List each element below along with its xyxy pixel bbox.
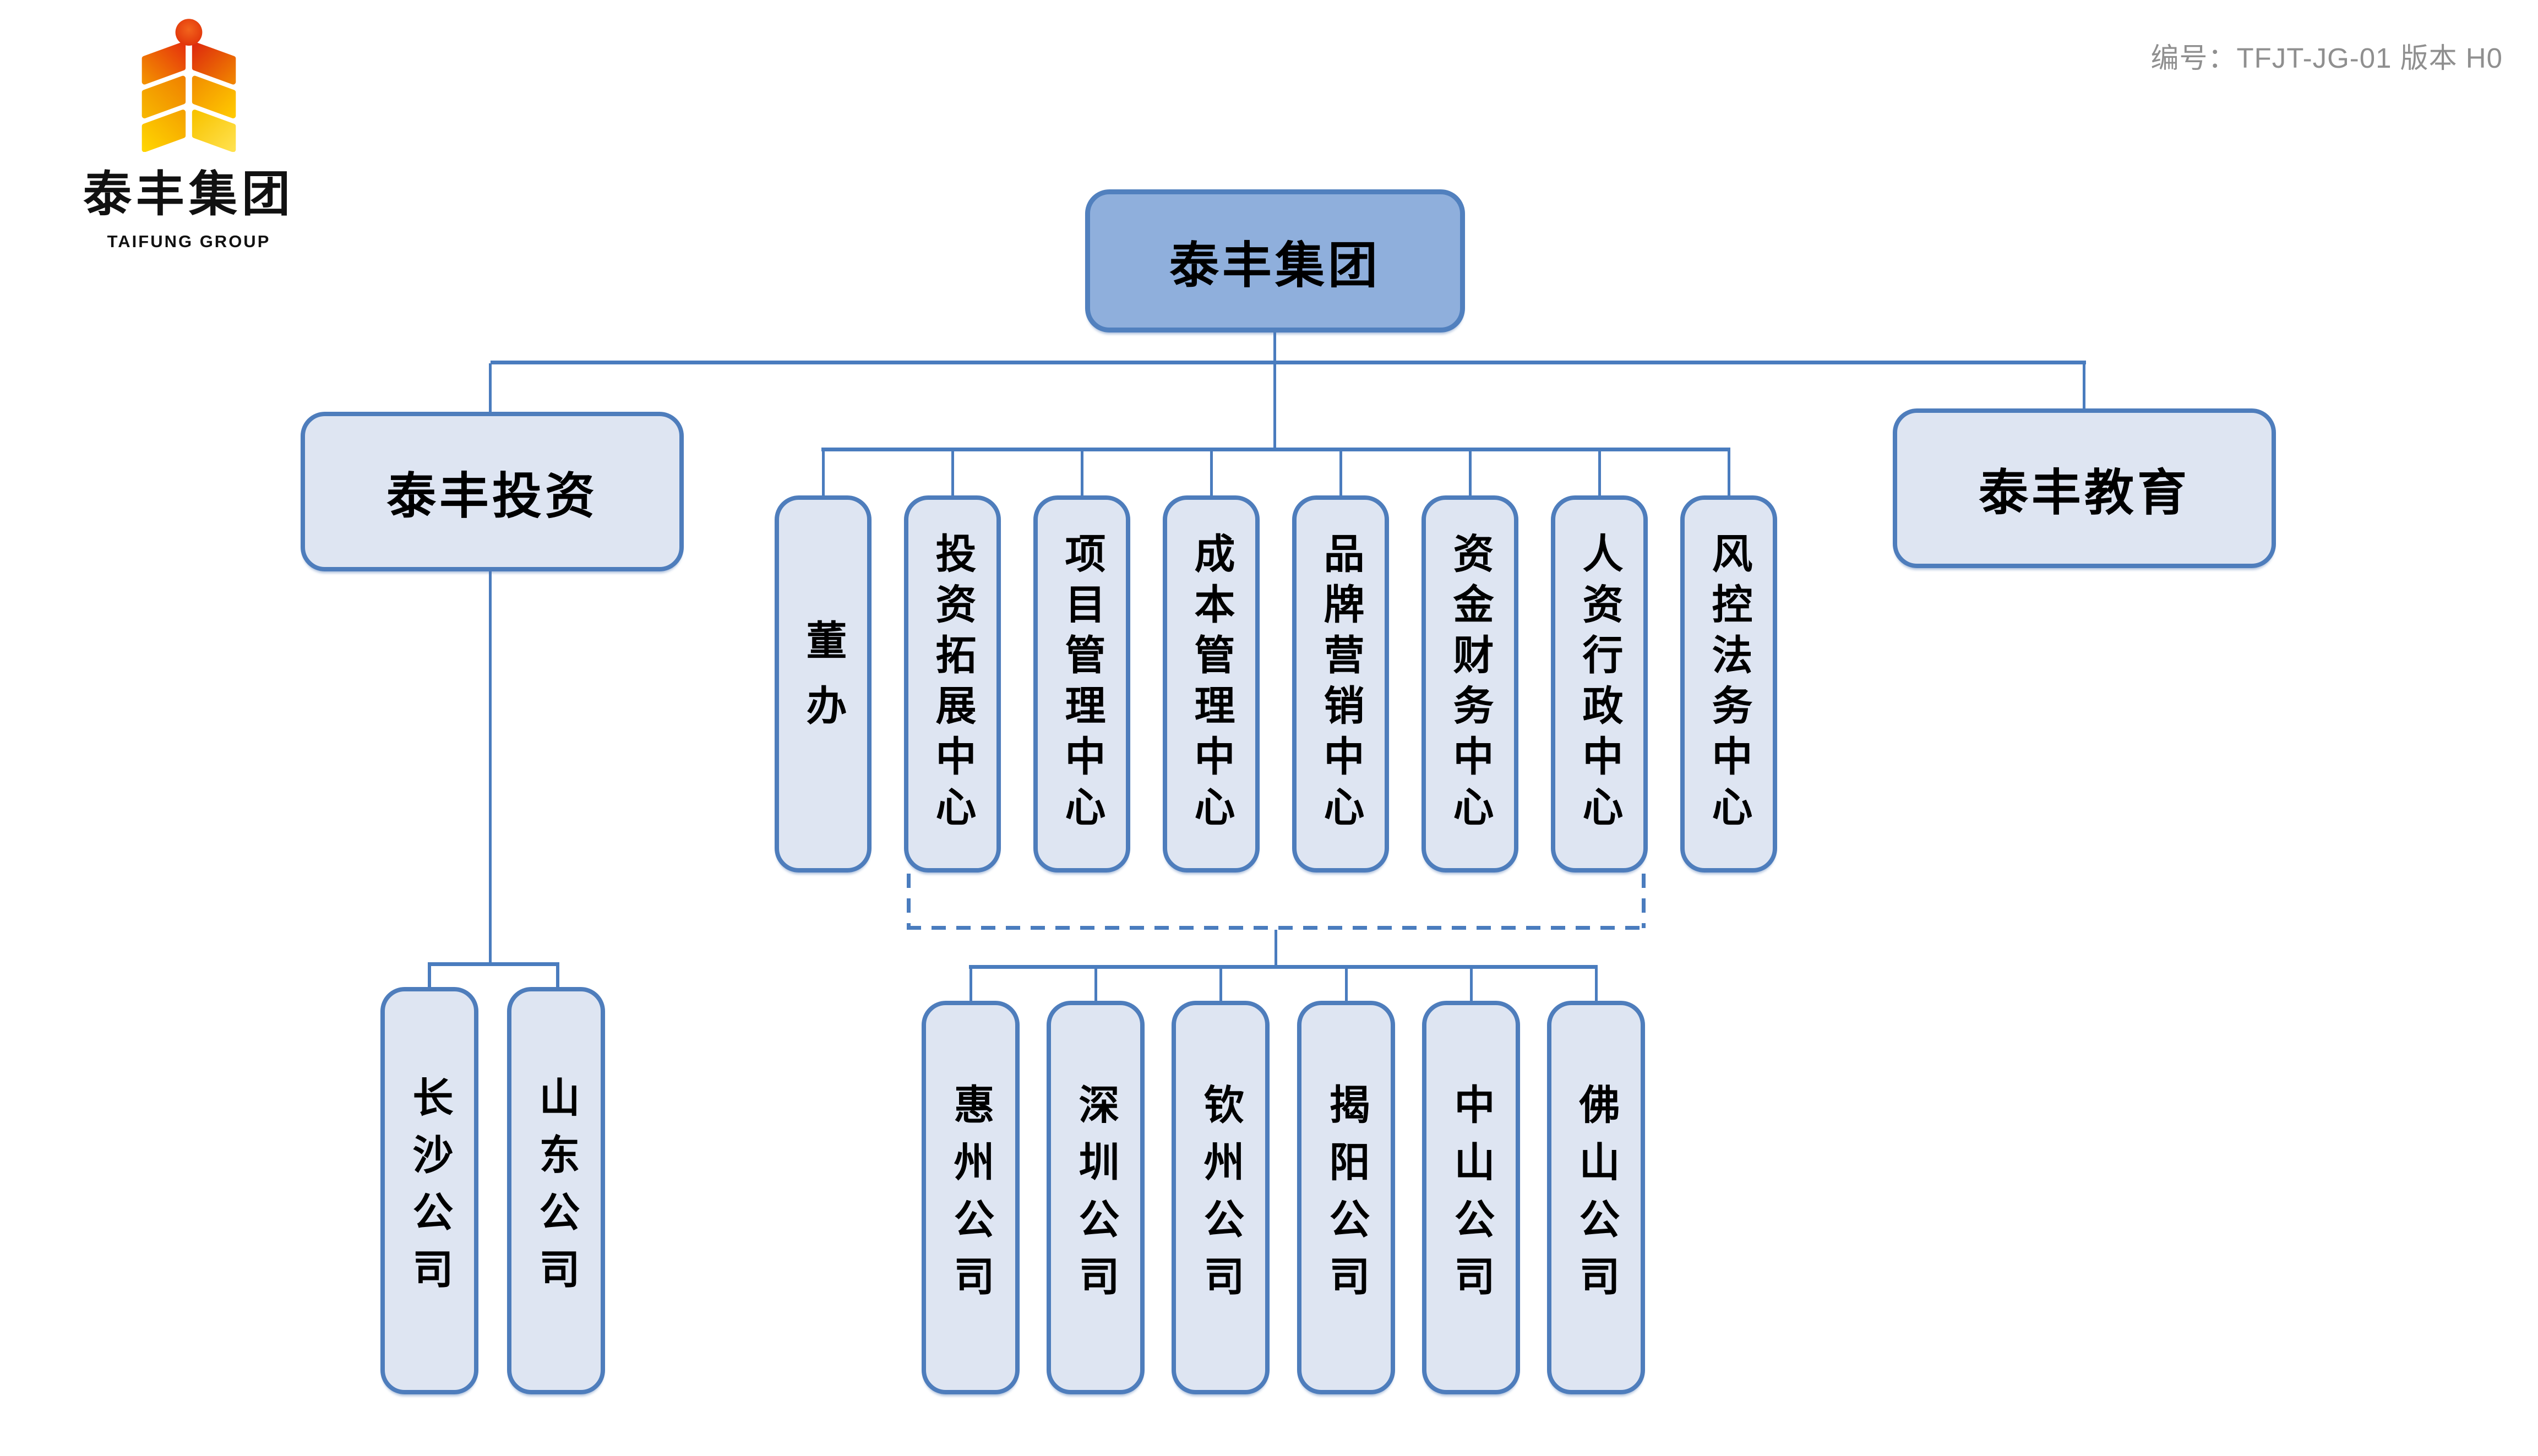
node-project-management-center: 项目管理中心	[1033, 495, 1130, 872]
node-label: 佛山公司	[1573, 1083, 1619, 1312]
node-label: 董办	[800, 619, 846, 749]
connector-investment-drop	[489, 363, 492, 413]
node-label: 投资拓展中心	[930, 532, 976, 836]
document-number: 编号：TFJT-JG-01 版本 H0	[2150, 42, 2503, 74]
node-label: 泰丰教育	[1979, 466, 2190, 521]
node-label: 揭阳公司	[1324, 1083, 1369, 1312]
node-risk-legal-center: 风控法务中心	[1680, 495, 1777, 872]
node-label: 中山公司	[1448, 1083, 1494, 1312]
connector-center-drop-3	[1081, 450, 1083, 497]
node-label: 资金财务中心	[1447, 532, 1493, 836]
node-cost-management-center: 成本管理中心	[1163, 495, 1260, 872]
node-label: 品牌营销中心	[1318, 532, 1364, 836]
connector-center-drop-5	[1339, 450, 1342, 497]
connector-changsha-drop	[428, 965, 431, 988]
connector-companies-bus	[969, 965, 1598, 969]
node-group-hq: 泰丰集团	[1085, 189, 1465, 332]
connector-investment-children-bus	[428, 962, 559, 966]
node-investment-expansion-center: 投资拓展中心	[904, 495, 1001, 872]
connector-company-drop-4	[1345, 968, 1348, 1002]
node-label: 成本管理中心	[1189, 532, 1234, 836]
connector-company-drop-2	[1094, 968, 1097, 1002]
node-jieyang-company: 揭阳公司	[1297, 1001, 1395, 1394]
connector-center-drop-8	[1728, 450, 1730, 497]
connector-dashed-bus	[907, 926, 1646, 930]
node-board-office: 董办	[775, 495, 872, 872]
node-huizhou-company: 惠州公司	[922, 1001, 1020, 1394]
connector-center-drop-7	[1598, 450, 1601, 497]
connector-center-drop-2	[951, 450, 954, 497]
connector-center-drop-6	[1469, 450, 1472, 497]
connector-dashed-right	[1642, 874, 1646, 928]
node-hr-admin-center: 人资行政中心	[1551, 495, 1648, 872]
connector-center-drop-4	[1210, 450, 1213, 497]
node-label: 钦州公司	[1198, 1083, 1244, 1312]
connector-company-drop-5	[1470, 968, 1473, 1002]
node-changsha-company: 长沙公司	[380, 987, 478, 1394]
logo-company-name-en: TAIFUNG GROUP	[107, 232, 271, 251]
logo-company-name: 泰丰集团	[83, 167, 295, 221]
connector-company-drop-6	[1595, 968, 1598, 1002]
connector-companies-feed	[1275, 930, 1277, 967]
node-finance-treasury-center: 资金财务中心	[1422, 495, 1518, 872]
node-label: 深圳公司	[1073, 1083, 1119, 1312]
node-label: 山东公司	[533, 1076, 579, 1305]
company-logo: 泰丰集团 TAIFUNG GROUP	[70, 17, 307, 252]
node-taifung-education: 泰丰教育	[1893, 408, 2276, 568]
connector-tier1-bus	[491, 361, 2086, 364]
connector-center-trunk	[1273, 363, 1276, 449]
connector-investment-feed	[489, 570, 492, 964]
node-label: 长沙公司	[407, 1076, 453, 1305]
connector-root-trunk	[1273, 331, 1276, 363]
node-label: 人资行政中心	[1577, 532, 1622, 836]
connector-center-drop-1	[822, 450, 825, 497]
node-label: 惠州公司	[948, 1083, 994, 1312]
connector-company-drop-1	[970, 968, 972, 1002]
connector-tier2-bus	[821, 448, 1730, 451]
node-zhongshan-company: 中山公司	[1422, 1001, 1520, 1394]
wheat-logo-icon	[141, 19, 236, 152]
node-label: 项目管理中心	[1059, 532, 1105, 836]
node-taifung-investment: 泰丰投资	[301, 412, 684, 571]
node-qinzhou-company: 钦州公司	[1172, 1001, 1270, 1394]
connector-dashed-left	[907, 874, 911, 928]
node-label: 风控法务中心	[1706, 532, 1752, 836]
node-shandong-company: 山东公司	[507, 987, 605, 1394]
node-foshan-company: 佛山公司	[1547, 1001, 1645, 1394]
node-label: 泰丰集团	[1169, 238, 1381, 293]
connector-education-drop	[2083, 363, 2085, 410]
node-brand-marketing-center: 品牌营销中心	[1292, 495, 1389, 872]
connector-shandong-drop	[556, 965, 559, 988]
node-label: 泰丰投资	[386, 469, 598, 524]
connector-company-drop-3	[1219, 968, 1222, 1002]
node-shenzhen-company: 深圳公司	[1047, 1001, 1145, 1394]
